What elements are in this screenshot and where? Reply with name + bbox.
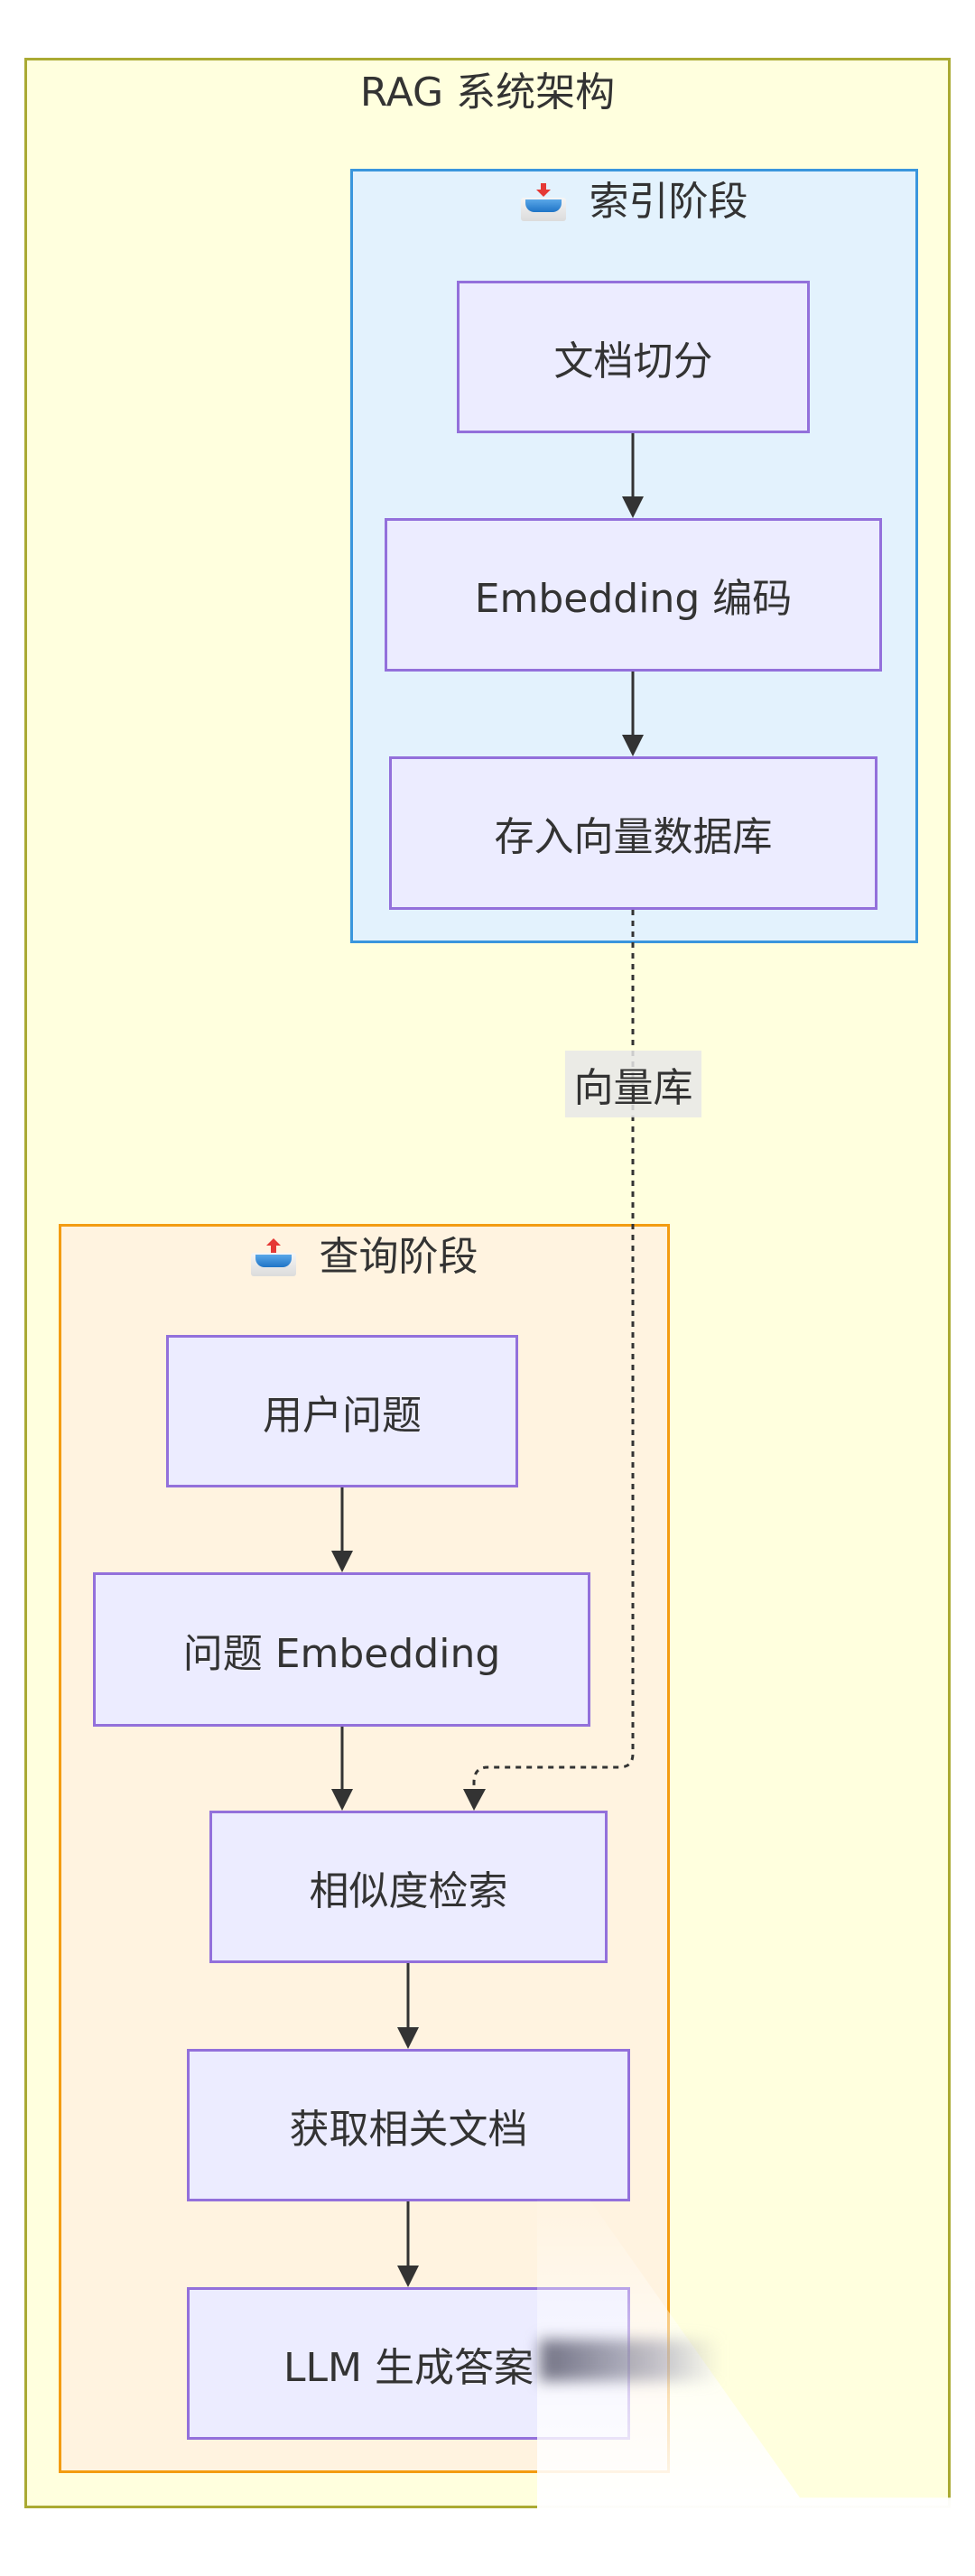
node-user-question[interactable]: 用户问题 xyxy=(166,1335,518,1487)
node-retrieve-documents[interactable]: 获取相关文档 xyxy=(187,2049,630,2201)
edge-label-vector-store: 向量库 xyxy=(565,1051,701,1117)
inbox-tray-icon xyxy=(520,183,566,221)
node-question-embedding[interactable]: 问题 Embedding xyxy=(93,1572,590,1727)
node-store-vector-db[interactable]: 存入向量数据库 xyxy=(389,756,878,910)
node-llm-generate-answer[interactable]: LLM 生成答案 xyxy=(187,2287,630,2440)
cluster-query-label: 查询阶段 xyxy=(319,1234,478,1280)
outbox-tray-icon xyxy=(250,1238,296,1276)
node-similarity-search[interactable]: 相似度检索 xyxy=(209,1811,608,1963)
cluster-query-header: 查询阶段 xyxy=(59,1230,670,1284)
cluster-index-label: 索引阶段 xyxy=(589,179,748,225)
diagram-title: RAG 系统架构 xyxy=(359,69,616,116)
cluster-index-header: 索引阶段 xyxy=(350,175,918,229)
node-embedding-encoding[interactable]: Embedding 编码 xyxy=(385,518,882,672)
node-document-chunking[interactable]: 文档切分 xyxy=(457,281,810,433)
